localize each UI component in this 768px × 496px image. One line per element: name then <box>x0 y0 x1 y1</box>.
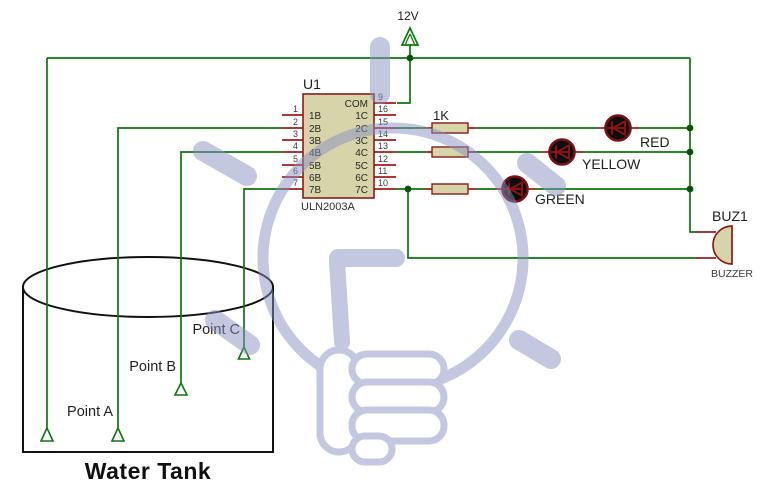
ic-pin-number: 12 <box>378 154 388 164</box>
buzzer-leads <box>696 231 716 259</box>
ic-pin-number: 4 <box>293 141 298 151</box>
resistor-r1 <box>431 122 469 134</box>
ic-pin-label: COM <box>345 99 368 110</box>
tank-rim <box>22 256 274 318</box>
wire-point-c <box>243 188 282 347</box>
watermark-lightbulb-fist <box>193 37 566 466</box>
tank-labels: Point A Point B Point C Water Tank <box>67 322 240 484</box>
ic-pin-label: 2B <box>309 124 322 135</box>
buzzer-type-label: BUZZER <box>711 268 753 280</box>
resistor-value-label: 1K <box>433 108 449 123</box>
buzzer-body-icon <box>712 225 733 265</box>
probe-b-icon <box>173 381 189 396</box>
ic-pin-number: 1 <box>293 104 298 114</box>
led-green-label: GREEN <box>535 191 585 207</box>
ic-pin-label: 5B <box>309 161 322 172</box>
ic-pin-label: 3C <box>355 136 368 147</box>
junction-dot <box>404 185 412 193</box>
ic-pin-number: 5 <box>293 154 298 164</box>
watermark-ray-lower-right <box>509 330 561 369</box>
ic-pin-label: 1B <box>309 111 322 122</box>
buzzer-ref: BUZ1 <box>712 208 748 224</box>
power-12v: 12V <box>397 9 420 46</box>
ic-pin-number: 10 <box>378 178 388 188</box>
power-arrow-icon <box>400 26 420 46</box>
junction-dot <box>406 54 414 62</box>
junction-dot <box>686 148 694 156</box>
wire-7c-buzzer <box>407 189 697 259</box>
power-arrow-inner <box>404 33 416 45</box>
probe-common-icon <box>39 426 55 442</box>
junction-dot <box>686 124 694 132</box>
ic-pin-number: 2 <box>293 117 298 127</box>
tank-title: Water Tank <box>85 458 211 484</box>
tank-body <box>22 287 274 453</box>
wire-point-a <box>117 127 282 428</box>
wires <box>46 45 697 428</box>
probe-a-label: Point A <box>67 404 113 420</box>
ic-ref: U1 <box>303 76 321 92</box>
ic-part-number: ULN2003A <box>301 201 355 213</box>
ic-pin-number: 3 <box>293 129 298 139</box>
led-red-label: RED <box>640 134 670 150</box>
ic-pin-label: 4C <box>355 148 368 159</box>
ic-pin-label: 7C <box>355 185 368 196</box>
ic-pin-number: 15 <box>378 117 388 127</box>
led-cathode-icon <box>607 121 625 135</box>
ic-pin-label: 3B <box>309 136 322 147</box>
junction-dot <box>686 185 694 193</box>
probe-b-label: Point B <box>129 359 176 375</box>
watermark-ray-upper-right <box>517 153 566 196</box>
wire-right-bus <box>689 58 697 233</box>
wire-com-to-12v <box>397 45 411 104</box>
resistor-r3 <box>431 183 469 195</box>
ic-pin-label: 6C <box>355 173 368 184</box>
junction-dots <box>404 54 694 193</box>
water-tank <box>22 256 274 453</box>
buzzer: BUZ1 BUZZER <box>696 208 753 280</box>
ic-pin-number: 7 <box>293 178 298 188</box>
led-cathode-icon <box>551 145 569 159</box>
led-yellow-label: YELLOW <box>582 156 641 172</box>
ic-pin-number: 14 <box>378 129 388 139</box>
watermark-ray-lower-left <box>205 310 260 355</box>
ic-pin-label: 5C <box>355 161 368 172</box>
leds: RED YELLOW GREEN <box>495 114 670 207</box>
ic-pin-number: 13 <box>378 141 388 151</box>
led-red: RED <box>598 114 670 150</box>
ic-pin-label: 1C <box>355 111 368 122</box>
led-yellow: YELLOW <box>542 138 641 172</box>
watermark-ray-upper-left <box>193 141 257 186</box>
ic-pin-label: 6B <box>309 173 322 184</box>
ic-pin-label: 7B <box>309 185 322 196</box>
ic-body <box>302 93 375 199</box>
ic-pin-number: 11 <box>378 166 387 176</box>
watermark-wrist <box>329 254 350 350</box>
wire-point-b <box>180 151 282 383</box>
watermark-fist-icon <box>316 346 448 466</box>
probe-a-icon <box>110 426 126 442</box>
ic-pin-number: 16 <box>378 104 388 114</box>
power-label: 12V <box>397 9 418 23</box>
